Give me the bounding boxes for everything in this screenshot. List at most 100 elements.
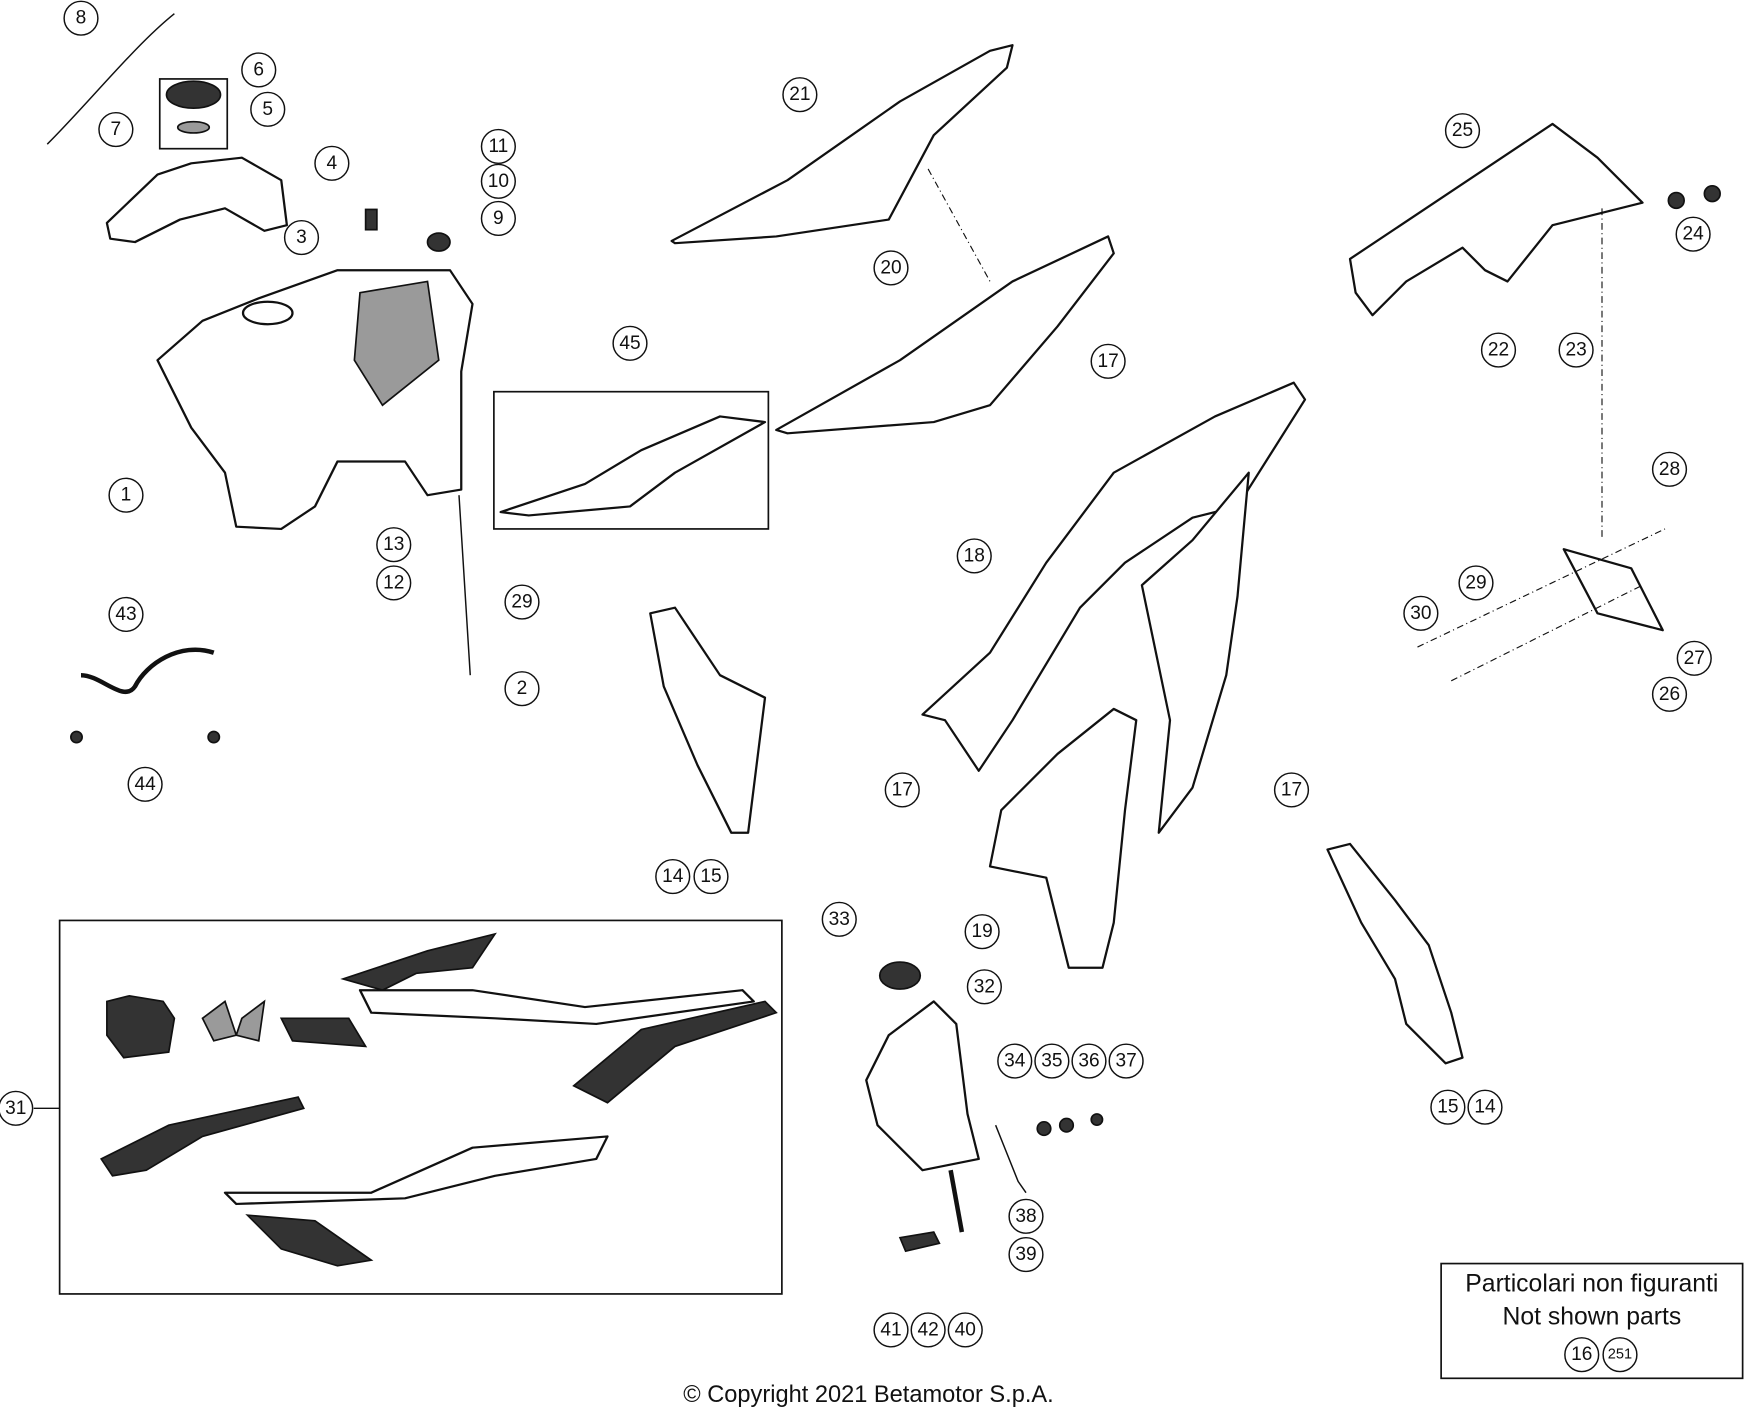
decal-small (279, 1017, 368, 1048)
screw-line-30 (1450, 584, 1643, 682)
copyright: © Copyright 2021 Betamotor S.p.A. (683, 1382, 1053, 1408)
not-shown-part-16[interactable]: 16 (1564, 1337, 1600, 1373)
callout-label: 17 (892, 779, 913, 800)
seat-cover-box-45 (493, 390, 770, 530)
callout-label: 9 (493, 208, 504, 229)
callout-26[interactable]: 26 (1651, 676, 1688, 712)
callout-37[interactable]: 37 (1108, 1043, 1144, 1079)
callout-2[interactable]: 2 (504, 671, 540, 707)
callout-45[interactable]: 45 (612, 325, 648, 361)
callout-label: 21 (789, 84, 810, 105)
callout-label: 29 (511, 592, 532, 613)
decal-shroud-lower (245, 1214, 374, 1267)
callout-label: 30 (1410, 603, 1431, 624)
callout-41[interactable]: 41 (873, 1312, 909, 1348)
callout-18[interactable]: 18 (956, 538, 992, 574)
callout-8[interactable]: 8 (63, 0, 99, 36)
callout-label: 45 (619, 333, 640, 354)
screw-24-b (1703, 184, 1721, 203)
callout-13[interactable]: 13 (376, 527, 412, 563)
callout-19[interactable]: 19 (964, 914, 1000, 950)
callout-42[interactable]: 42 (910, 1312, 946, 1348)
callout-34[interactable]: 34 (997, 1043, 1033, 1079)
callout-23[interactable]: 23 (1558, 332, 1594, 368)
callout-label: 15 (1437, 1097, 1458, 1118)
callout-38[interactable]: 38 (1008, 1198, 1044, 1234)
callout-3[interactable]: 3 (283, 219, 320, 256)
callout-label: 40 (955, 1319, 976, 1340)
fork-guard-right (1326, 842, 1464, 1065)
callout-22[interactable]: 22 (1480, 332, 1517, 368)
screw-24-a (1667, 191, 1685, 210)
callout-29[interactable]: 29 (1458, 565, 1494, 601)
screw-line-29 (1417, 528, 1666, 648)
callout-44[interactable]: 44 (127, 766, 163, 802)
callout-35[interactable]: 35 (1034, 1043, 1070, 1079)
callout-label: 7 (111, 119, 122, 140)
callout-label: 34 (1004, 1051, 1026, 1072)
decal-side-lower-2 (223, 1135, 609, 1206)
callout-label: 20 (880, 257, 901, 278)
callout-17[interactable]: 17 (884, 772, 920, 808)
callout-15[interactable]: 15 (1430, 1089, 1466, 1125)
callout-10[interactable]: 10 (480, 163, 516, 199)
callout-30[interactable]: 30 (1403, 595, 1439, 631)
seat-link-line (927, 168, 991, 282)
seat-21 (670, 44, 1014, 245)
callout-label: 17 (1281, 779, 1302, 800)
callout-4[interactable]: 4 (314, 145, 350, 181)
callout-43[interactable]: 43 (108, 596, 144, 633)
callout-9[interactable]: 9 (480, 200, 516, 237)
callout-1[interactable]: 1 (108, 477, 144, 513)
callout-17[interactable]: 17 (1090, 343, 1126, 379)
callout-33[interactable]: 33 (821, 901, 857, 937)
callout-7[interactable]: 7 (98, 111, 134, 148)
callout-label: 4 (327, 153, 338, 174)
callout-29[interactable]: 29 (504, 584, 540, 620)
callout-27[interactable]: 27 (1676, 640, 1712, 676)
callout-label: 17 (1097, 351, 1118, 372)
decal-shroud-upper (572, 1000, 778, 1104)
callout-label: 25 (1452, 120, 1473, 141)
callout-14[interactable]: 14 (655, 858, 691, 895)
tank-bolt-12 (458, 495, 471, 676)
reservoir-32 (865, 1000, 980, 1172)
callout-24[interactable]: 24 (1675, 216, 1711, 252)
callout-5[interactable]: 5 (250, 91, 286, 127)
callout-6[interactable]: 6 (241, 52, 277, 88)
callout-32[interactable]: 32 (966, 969, 1002, 1005)
callout-label: 8 (76, 8, 87, 29)
callout-17[interactable]: 17 (1273, 772, 1310, 808)
callout-25[interactable]: 25 (1444, 113, 1481, 149)
callout-15[interactable]: 15 (693, 858, 729, 895)
callout-21[interactable]: 21 (782, 77, 818, 113)
callout-28[interactable]: 28 (1651, 451, 1688, 487)
callout-label: 11 (488, 136, 508, 157)
decal-side-lower (100, 1096, 305, 1177)
callout-label: 19 (971, 921, 992, 942)
callout-40[interactable]: 40 (947, 1312, 983, 1348)
callout-label: 3 (296, 227, 307, 248)
filler-neck (241, 300, 294, 326)
callout-label: 38 (1015, 1206, 1036, 1227)
callout-label: 6 (253, 59, 264, 80)
not-shown-title-it: Particolari non figuranti (1465, 1271, 1718, 1298)
callout-20[interactable]: 20 (873, 250, 909, 286)
callout-36[interactable]: 36 (1071, 1043, 1107, 1079)
callout-31[interactable]: 31 (0, 1090, 34, 1126)
callout-11[interactable]: 11 (480, 128, 516, 165)
decal-tank-upper (340, 932, 497, 992)
tank-cover-3 (105, 156, 288, 244)
callout-label: 31 (5, 1098, 26, 1119)
not-shown-title-en: Not shown parts (1502, 1303, 1681, 1330)
callout-14[interactable]: 14 (1467, 1089, 1503, 1125)
callout-label: 14 (662, 866, 684, 887)
callout-label: 29 (1465, 572, 1486, 593)
callout-label: 22 (1488, 340, 1509, 361)
washer-35 (1036, 1120, 1052, 1137)
svg-text:16: 16 (1571, 1344, 1592, 1365)
not-shown-part-251[interactable]: 251 (1602, 1337, 1638, 1373)
callout-12[interactable]: 12 (376, 565, 412, 601)
callout-39[interactable]: 39 (1008, 1236, 1044, 1273)
